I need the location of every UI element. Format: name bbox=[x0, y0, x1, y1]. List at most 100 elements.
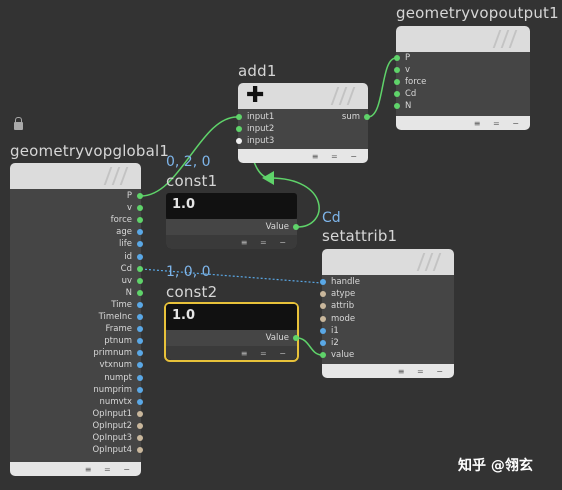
const1-node[interactable]: 1.0 ≡ = − Value bbox=[166, 193, 299, 249]
port-label: N bbox=[405, 101, 412, 111]
port-label: numvtx bbox=[99, 396, 132, 407]
port-Frame-dot[interactable] bbox=[137, 326, 143, 333]
port-attrib-dot[interactable] bbox=[320, 303, 326, 310]
port-sum-dot[interactable] bbox=[364, 114, 370, 120]
port-Cd-dot[interactable] bbox=[137, 265, 143, 272]
port-numpt-dot[interactable] bbox=[137, 374, 143, 381]
node-header[interactable] bbox=[396, 26, 530, 52]
port-Time-dot[interactable] bbox=[137, 301, 143, 308]
node-footer: ≡ = − bbox=[238, 149, 368, 163]
port-label: Time bbox=[111, 299, 132, 310]
node-footer: ≡ = − bbox=[166, 235, 297, 249]
node-header[interactable] bbox=[10, 163, 141, 189]
node-footer: ≡ = − bbox=[322, 364, 454, 378]
port-ptnum-dot[interactable] bbox=[137, 338, 143, 345]
port-label: ptnum bbox=[104, 336, 132, 347]
output-node[interactable]: ≡ = − P v force Cd N bbox=[394, 26, 530, 130]
port-label: Cd bbox=[405, 89, 417, 99]
node-header[interactable]: 1.0 bbox=[166, 304, 297, 330]
port-label: force bbox=[405, 77, 427, 87]
port-label: age bbox=[116, 227, 132, 238]
port-P-dot[interactable] bbox=[394, 55, 400, 61]
port-label: OpInput3 bbox=[92, 433, 132, 443]
port-label: handle bbox=[331, 277, 360, 287]
port-N-dot[interactable] bbox=[137, 289, 143, 296]
port-value-dot[interactable] bbox=[293, 335, 299, 341]
port-input1-dot[interactable] bbox=[236, 114, 242, 120]
port-label: sum bbox=[341, 112, 360, 122]
port-label: input1 bbox=[247, 112, 275, 122]
port-label: input2 bbox=[247, 124, 275, 134]
port-handle-dot[interactable] bbox=[320, 279, 326, 285]
port-label: numpt bbox=[104, 372, 132, 383]
port-label: N bbox=[125, 287, 132, 298]
node-header[interactable]: ✚ bbox=[238, 83, 368, 109]
port-label: id bbox=[124, 251, 132, 262]
node-footer: ≡ = − bbox=[10, 462, 141, 476]
port-label: mode bbox=[331, 313, 356, 324]
node-footer: ≡ = − bbox=[396, 116, 530, 130]
port-force-dot[interactable] bbox=[394, 79, 400, 85]
port-N-dot[interactable] bbox=[394, 103, 400, 109]
port-label: numprim bbox=[93, 384, 132, 395]
port-label: P bbox=[126, 191, 132, 201]
port-label: vtxnum bbox=[99, 360, 132, 371]
port-v-dot[interactable] bbox=[137, 205, 143, 212]
port-age-dot[interactable] bbox=[137, 229, 143, 236]
port-v-dot[interactable] bbox=[394, 67, 400, 73]
port-primnum-dot[interactable] bbox=[137, 350, 143, 357]
port-force-dot[interactable] bbox=[137, 217, 143, 224]
port-OpInput1-dot[interactable] bbox=[137, 410, 143, 417]
port-OpInput4-dot[interactable] bbox=[137, 447, 143, 454]
add-node[interactable]: ✚ ≡ = − input1 input2 input3 sum bbox=[236, 83, 370, 163]
node-header[interactable] bbox=[322, 249, 454, 275]
plus-icon: ✚ bbox=[246, 83, 265, 108]
port-label: i2 bbox=[331, 338, 339, 348]
const2-value: 1.0 bbox=[172, 308, 196, 323]
port-P-dot[interactable] bbox=[137, 193, 143, 199]
wire-arrow bbox=[262, 171, 274, 185]
port-i1-dot[interactable] bbox=[320, 327, 326, 334]
port-label: Value bbox=[265, 222, 289, 232]
const1-node-title: const1 bbox=[166, 172, 218, 190]
setattrib-node-title: setattrib1 bbox=[322, 227, 398, 245]
port-life-dot[interactable] bbox=[137, 241, 143, 248]
const1-annotation: 0, 2, 0 bbox=[166, 154, 211, 170]
port-OpInput2-dot[interactable] bbox=[137, 422, 143, 429]
port-label: attrib bbox=[331, 301, 355, 312]
global-node-title: geometryvopglobal1 bbox=[10, 142, 170, 160]
port-atype-dot[interactable] bbox=[320, 291, 326, 298]
port-input3-dot[interactable] bbox=[236, 138, 242, 144]
node-header[interactable]: 1.0 bbox=[166, 193, 297, 219]
port-label: input3 bbox=[247, 136, 275, 146]
port-label: Frame bbox=[105, 324, 132, 335]
port-value-dot[interactable] bbox=[293, 224, 299, 230]
port-label: life bbox=[119, 239, 132, 250]
port-uv-dot[interactable] bbox=[137, 277, 143, 284]
watermark: 知乎 @翎玄 bbox=[458, 458, 533, 474]
port-value-dot[interactable] bbox=[320, 352, 326, 359]
port-label: v bbox=[405, 65, 411, 75]
port-OpInput3-dot[interactable] bbox=[137, 435, 143, 441]
port-vtxnum-dot[interactable] bbox=[137, 362, 143, 369]
port-mode-dot[interactable] bbox=[320, 315, 326, 322]
port-numprim-dot[interactable] bbox=[137, 386, 143, 393]
port-Cd-dot[interactable] bbox=[394, 91, 400, 97]
lock-icon bbox=[14, 117, 23, 130]
node-footer: ≡ = − bbox=[166, 346, 297, 360]
const2-node[interactable]: 1.0 ≡ = − Value bbox=[164, 302, 299, 362]
port-label: OpInput4 bbox=[92, 445, 132, 456]
port-i2-dot[interactable] bbox=[320, 340, 326, 346]
port-label: Cd bbox=[120, 263, 132, 274]
const2-annotation: 1, 0, 0 bbox=[166, 264, 211, 280]
output-node-title: geometryvopoutput1 bbox=[396, 4, 559, 22]
port-id-dot[interactable] bbox=[137, 253, 143, 260]
port-input2-dot[interactable] bbox=[236, 126, 242, 132]
port-numvtx-dot[interactable] bbox=[137, 398, 143, 405]
port-label: TimeInc bbox=[98, 312, 132, 322]
port-TimeInc-dot[interactable] bbox=[137, 314, 143, 320]
